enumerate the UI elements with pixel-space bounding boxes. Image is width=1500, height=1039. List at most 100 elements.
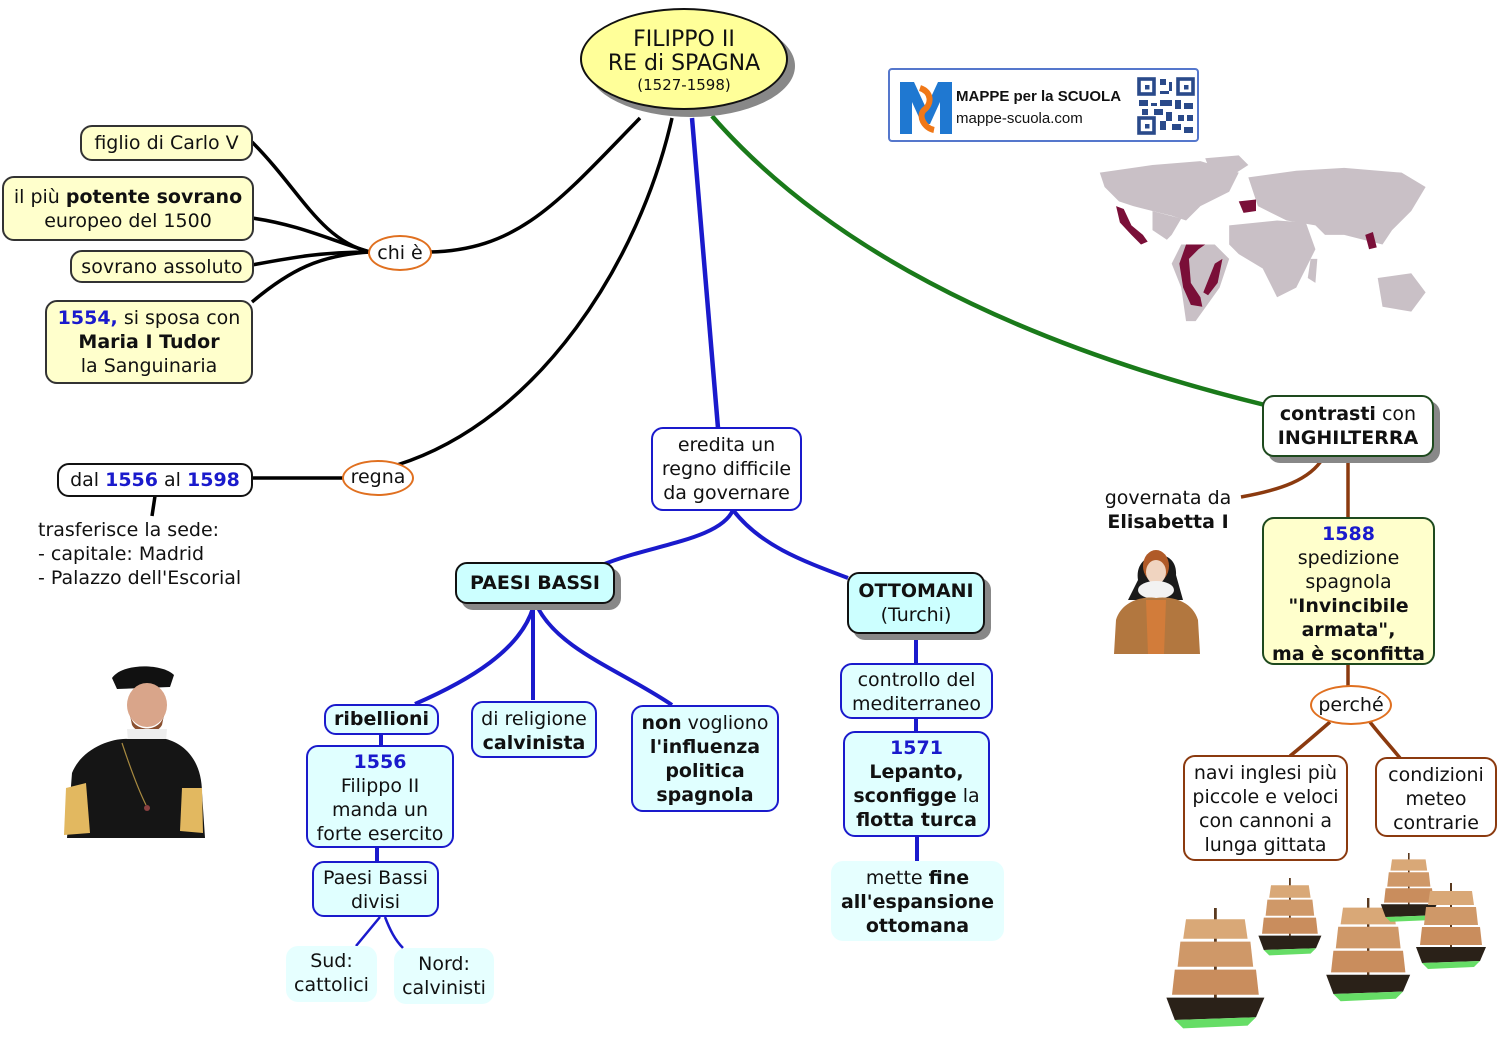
esercito-line: manda un [331,799,429,821]
inghilterra-text: con [1375,403,1417,425]
ship-1 [1166,908,1265,1029]
chi-e-node[interactable]: chi è [368,235,432,271]
link-chi-e-sposa [250,250,371,304]
nord-node[interactable]: Nord: calvinisti [394,948,494,1004]
nord-line: calvinisti [402,977,486,999]
divisi-node[interactable]: Paesi Bassi divisi [312,861,439,917]
note-line: trasferisce la sede: [38,519,220,541]
lepanto-line: Lepanto, [869,761,964,783]
mappe-scuola-logo[interactable]: MAPPE per la SCUOLA mappe-scuola.com [888,68,1199,142]
link-divisi-nord [383,916,404,949]
navi-node[interactable]: navi inglesi più piccole e veloci con ca… [1183,755,1348,861]
ship-2 [1258,878,1322,956]
note-line: - Palazzo dell'Escorial [38,567,242,589]
paesi-bassi-node[interactable]: PAESI BASSI [455,562,615,604]
navi-line: piccole e veloci [1192,786,1339,808]
armata-node[interactable]: 1588 spedizione spagnola "Invincibile ar… [1262,517,1435,665]
fine-text: mette [865,867,929,889]
link-root-inghilterra [710,114,1266,408]
sud-node[interactable]: Sud: cattolici [286,946,377,1002]
fine-line: all'espansione [840,891,995,913]
paesi-bassi-title: PAESI BASSI [469,572,600,594]
ribellioni-node[interactable]: ribellioni [324,704,439,735]
item-text: figlio di Carlo V [94,132,239,154]
influenza-line: l'influenza [649,736,761,758]
fine-bold: fine [928,867,970,889]
inghilterra-node[interactable]: contrasti con INGHILTERRA [1262,395,1434,457]
qr-code-icon [1136,76,1196,136]
link-inghilterra-governata [1240,457,1325,499]
controllo-node[interactable]: controllo del mediterraneo [840,663,993,719]
year-1571: 1571 [890,737,943,759]
esercito-line: forte esercito [316,823,444,845]
lepanto-node[interactable]: 1571 Lepanto, sconfigge la flotta turca [843,731,990,837]
navi-line: lunga gittata [1204,834,1327,856]
year-1556: 1556 [353,751,407,773]
eredita-node[interactable]: eredita un regno difficile da governare [651,427,802,511]
ribellioni-label: ribellioni [334,708,429,730]
controllo-line: controllo del [857,669,976,691]
portrait-elisabetta-i [1114,550,1200,654]
meteo-node[interactable]: condizioni meteo contrarie [1375,757,1497,837]
governata-bold: Elisabetta I [1107,511,1229,533]
year-1588: 1588 [1322,523,1375,545]
link-divisi-sud [355,916,381,947]
nord-line: Nord: [418,953,470,975]
item-text: il più [13,186,66,208]
regna-note: trasferisce la sede: - capitale: Madrid … [38,518,241,590]
period-text: al [158,469,188,491]
logo-title: MAPPE per la SCUOLA [956,88,1122,105]
influenza-node[interactable]: non vogliono l'influenza politica spagno… [631,705,779,812]
influenza-bold: non [641,712,682,734]
root-dates: (1527-1598) [637,76,731,94]
chi-e-item-potente[interactable]: il più potente sovrano europeo del 1500 [2,176,254,241]
item-text: sovrano assoluto [81,256,243,278]
inghilterra-bold: contrasti [1279,403,1376,425]
governata-line: governata da [1104,487,1232,509]
chi-e-item-figlio[interactable]: figlio di Carlo V [80,125,253,161]
item-text-bold: potente sovrano [65,186,243,208]
perche-label: perché [1318,694,1384,716]
sud-line: cattolici [294,974,369,996]
chi-e-item-assoluto[interactable]: sovrano assoluto [70,250,254,283]
portrait-filippo-ii [64,666,205,838]
fine-node[interactable]: mette fine all'espansione ottomana [831,861,1004,941]
root-node-filippo-ii[interactable]: FILIPPO II RE di SPAGNA (1527-1598) [580,8,788,110]
link-eredita-paesi [601,509,735,567]
divisi-line: divisi [350,891,401,913]
navi-line: navi inglesi più [1193,762,1338,784]
regna-period-node[interactable]: dal 1556 al 1598 [57,463,253,497]
chi-e-item-sposa[interactable]: 1554, si sposa con Maria I Tudor la Sang… [45,300,253,384]
religione-node[interactable]: di religione calvinista [471,701,597,758]
divisi-line: Paesi Bassi [323,867,428,889]
armata-bold: armata", [1301,619,1396,641]
armata-line: spedizione [1297,547,1400,569]
perche-node[interactable]: perché [1310,685,1392,725]
religione-line-bold: calvinista [482,732,586,754]
meteo-line: meteo [1405,788,1467,810]
sud-line: Sud: [310,950,353,972]
link-paesi-influenza [536,607,674,707]
influenza-text: vogliono [681,712,769,734]
item-text: la Sanguinaria [80,355,218,377]
root-title-line2: RE di SPAGNA [607,51,761,76]
influenza-line: spagnola [656,784,754,806]
armata-bold: ma è sconfitta [1272,643,1425,665]
logo-url[interactable]: mappe-scuola.com [956,110,1083,127]
eredita-line: regno difficile [661,458,792,480]
influenza-line: politica [665,760,745,782]
ottomani-title: OTTOMANI [858,580,974,602]
esercito-node[interactable]: 1556 Filippo II manda un forte esercito [306,745,454,848]
year-1598: 1598 [187,469,240,491]
item-text-bold: Maria I Tudor [78,331,220,353]
eredita-line: da governare [663,482,790,504]
regna-node[interactable]: regna [342,460,414,496]
lepanto-text: la [956,785,980,807]
eredita-line: eredita un [677,434,776,456]
mappe-logo-icon [900,82,952,134]
ottomani-node[interactable]: OTTOMANI (Turchi) [847,572,985,634]
spanish-armada-ships [1166,853,1486,1029]
link-root-chi-e [429,116,642,254]
link-root-eredita [689,117,721,429]
link-period-note [150,495,157,517]
